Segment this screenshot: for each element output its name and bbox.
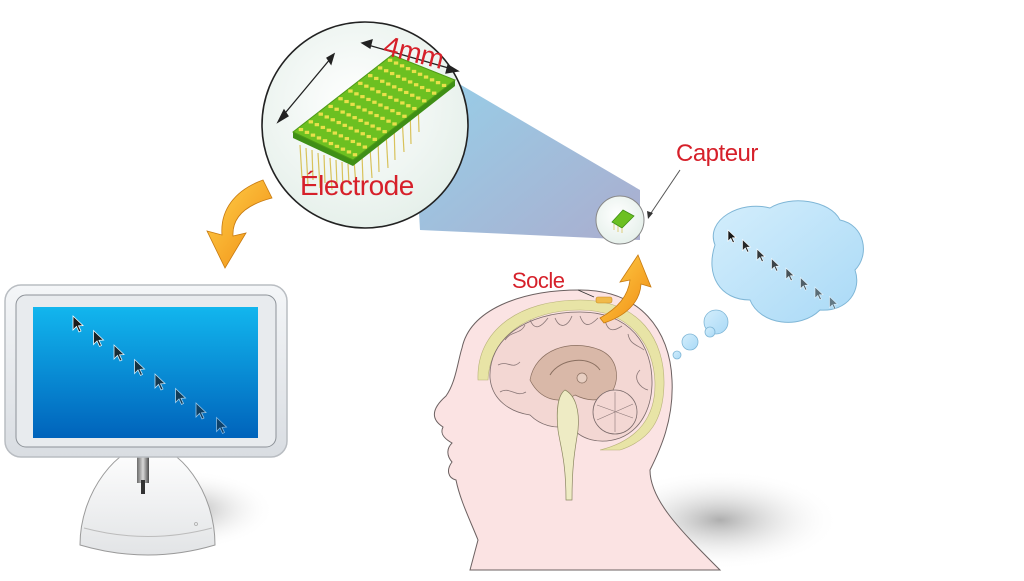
base-pointer [577,289,595,298]
computer-monitor [4,284,288,556]
base-label: Socle [512,268,565,293]
signal-arrow-to-sensor [599,254,652,324]
sensor-label: Capteur [676,140,758,167]
base-pedestal [595,296,613,304]
dimension-arrows [276,39,460,124]
electrode-label: Électrode [300,170,414,201]
magnification-cone [410,55,640,240]
sensor-view [595,169,681,245]
monitor-screen [33,307,258,438]
electrode-magnified-view [261,21,469,229]
electrode-pads [298,58,447,157]
thought-bubble [672,200,864,360]
sensor-pointer [648,169,681,217]
head-cross-section [433,254,840,571]
signal-arrow-to-monitor [206,179,273,269]
